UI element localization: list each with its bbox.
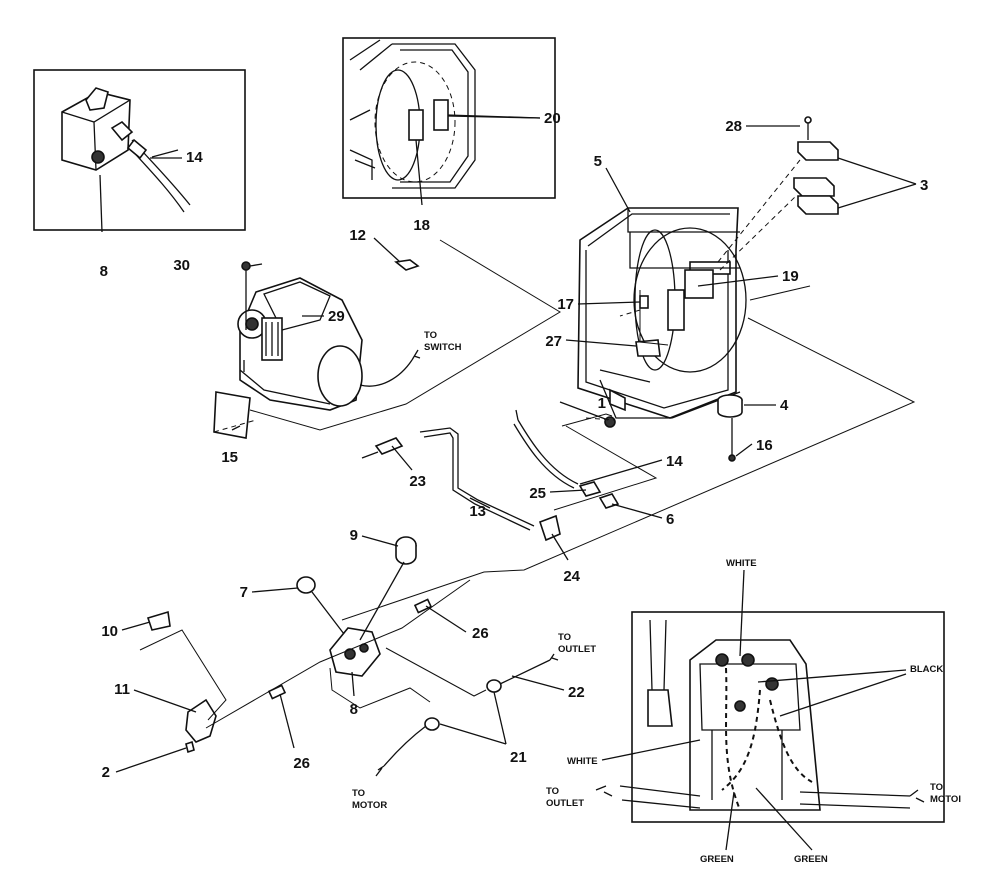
callout-16: 16 [756,437,773,454]
callout-20: 20 [544,110,561,127]
wiring-labels: WHITE BLACK WHITE TO OUTLET TO MOTOI GRE… [546,558,961,865]
callout-8-inset: 8 [100,263,108,280]
assembly-guides [139,159,916,729]
callout-27: 27 [545,333,562,350]
note-to-outlet-line2: OUTLET [558,644,596,655]
callout-17: 17 [557,296,574,313]
callout-8: 8 [350,701,358,718]
callout-26-lower: 26 [293,755,310,772]
callout-25: 25 [529,485,546,502]
bracket-parts [793,116,839,215]
callout-2: 2 [102,764,110,781]
note-to-outlet-line1: TO [558,632,571,643]
note-to-motor-line2: MOTOR [352,800,387,811]
leader-lines [115,115,917,773]
callout-10: 10 [101,623,118,640]
note-to-motor-line1: TO [352,788,365,799]
reel-frame [577,207,747,419]
wire-label-to-outlet-line1: TO [546,786,559,797]
callout-29: 29 [328,308,345,325]
callout-22: 22 [568,684,585,701]
callout-6: 6 [666,511,674,528]
wire-label-to-outlet-line2: OUTLET [546,798,584,809]
hose-assembly [361,409,620,542]
callout-14-inset: 14 [186,149,203,166]
rubber-foot [717,394,743,462]
callout-1: 1 [598,395,606,412]
callout-7: 7 [240,584,248,601]
reel-detail-inset [342,37,556,206]
wire-label-to-motor-line1: TO [930,782,943,793]
wire-label-green-left: GREEN [700,854,734,865]
note-to-switch-line1: TO [424,330,437,341]
routing-notes: TO SWITCH TO OUTLET TO MOTOR [352,330,596,811]
switch-detail-inset [33,69,246,233]
callout-11: 11 [114,681,130,698]
wiring-detail-inset [595,569,945,851]
wire-label-green-right: GREEN [794,854,828,865]
callout-14: 14 [666,453,683,470]
callout-9: 9 [350,527,358,544]
callout-12: 12 [349,227,366,244]
wire-label-black: BLACK [910,664,943,675]
callout-21: 21 [510,749,527,766]
clip-part [394,259,420,271]
callout-18: 18 [413,217,430,234]
callout-24: 24 [563,568,580,585]
callout-26-upper: 26 [472,625,489,642]
callout-5: 5 [594,153,602,170]
callout-23: 23 [409,473,426,490]
callout-19: 19 [782,268,799,285]
callout-28: 28 [725,118,742,135]
callout-3: 3 [920,177,928,194]
motor-assembly [237,261,421,411]
callout-labels: 1 2 3 4 5 6 7 8 8 9 10 11 12 13 14 14 15… [100,110,929,781]
motor-plate [213,391,251,439]
callout-4: 4 [780,397,789,414]
nut-part [604,416,616,428]
wire-label-white-left: WHITE [567,756,598,767]
note-to-switch-line2: SWITCH [424,342,462,353]
manifold-assembly [146,536,559,777]
wire-label-to-motor-line2: MOTOI [930,794,961,805]
callout-13: 13 [469,503,486,520]
wire-label-white-top: WHITE [726,558,757,569]
callout-15: 15 [221,449,238,466]
callout-30: 30 [173,257,190,274]
